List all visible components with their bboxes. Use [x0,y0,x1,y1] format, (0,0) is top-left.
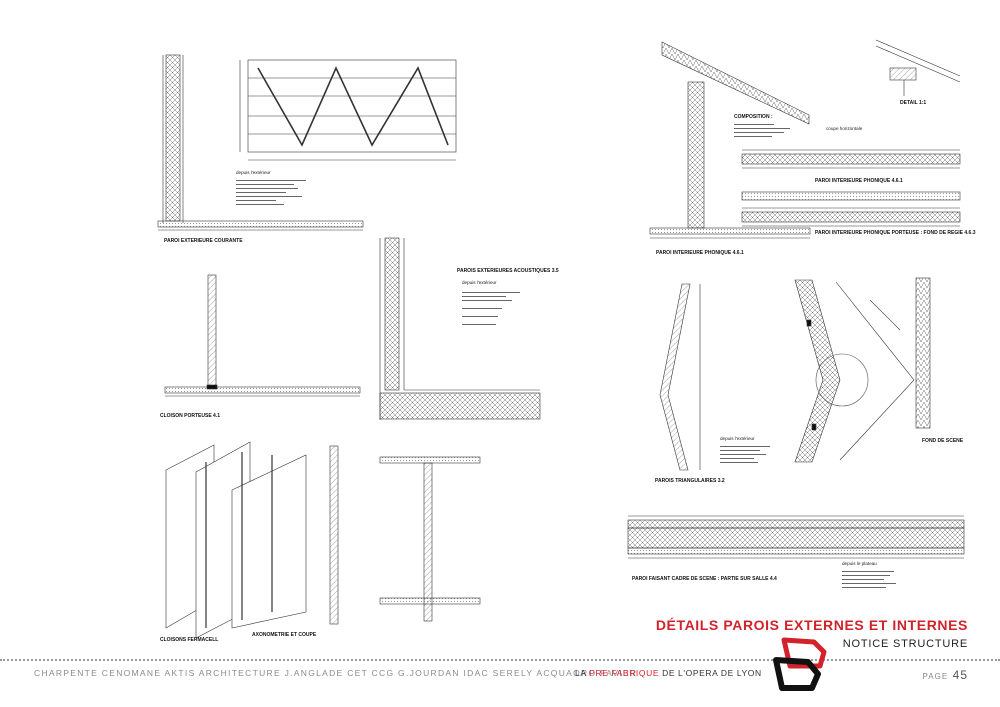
notes-triangular-composition [720,446,770,463]
label-coupe-horizontale: coupe horizontale [826,126,863,131]
drawing-vertical-section [329,445,339,625]
drawing-exterior-wall-section [157,54,364,231]
drawing-cloison-porteuse [164,274,361,397]
page-number: 45 [952,668,968,682]
caption-parois-triangulaires: PAROIS TRIANGULAIRES 3.2 [655,478,725,484]
label-depuis-plateau: depuis le plateau [842,561,877,566]
drawing-acoustic-wall-section [379,237,541,420]
project-accent: PRE FABRIQUE [589,668,660,678]
caption-axonometrie: AXONOMETRIE ET COUPE [252,632,317,638]
project-prefix: LA [575,668,590,678]
caption-paroi-exterieure: PAROI EXTERIEURE COURANTE [164,238,243,244]
caption-paroi-interieure-phonique: PAROI INTERIEURE PHONIQUE 4.6.1 [815,178,903,184]
page-title: DÉTAILS PAROIS EXTERNES ET INTERNES [655,617,968,633]
caption-detail: DETAIL 1:1 [900,100,926,106]
project-suffix: DE L'OPERA DE LYON [659,668,762,678]
label-fond-de-scene: FOND DE SCENE [922,438,964,444]
label-depuis-exterieur-3: depuis l'extérieur [720,436,755,441]
notes-acoustic-composition [462,292,520,325]
label-depuis-exterieur-1: depuis l'extérieur [236,170,271,175]
caption-cloisons-fermacell: CLOISONS FERMACELL [160,637,218,643]
caption-parois-acoustiques: PAROIS EXTERIEURES ACOUSTIQUES 3.5 [457,268,559,274]
page-number-block: PAGE 45 [923,666,968,684]
technical-drawings: depuis l'extérieur PAROI EXTERIEURE COUR… [157,39,976,643]
drawing-roof-junction [649,41,811,239]
notes-composition [734,124,790,137]
footer-partners: CHARPENTE CENOMANE AKTIS ARCHITECTURE J.… [34,668,638,678]
drawing-floor-junction [379,456,481,622]
drawing-cadre-de-scene [627,515,965,559]
notes-cadre-composition [842,571,896,588]
caption-fond-de-regie: PAROI INTERIEURE PHONIQUE PORTEUSE : FON… [815,230,976,236]
drawing-detail-1-1 [875,39,961,96]
caption-paroi-interieure-left: PAROI INTERIEURE PHONIQUE 4.6.1 [656,250,744,256]
caption-cloison-porteuse: CLOISON PORTEUSE 4.1 [160,413,220,419]
page-subtitle: NOTICE STRUCTURE [842,638,968,650]
drawing-horizontal-cut-1 [741,149,961,169]
drawing-fond-de-scene [794,277,931,463]
drawing-triangular-walls [659,283,701,471]
opera-logo-icon [773,637,827,691]
label-composition: COMPOSITION : [734,114,773,120]
drawing-horizontal-cut-2 [741,191,961,227]
caption-cadre-de-scene: PAROI FAISANT CADRE DE SCENE : PARTIE SU… [632,576,777,582]
drawing-exterior-elevation-truss [239,59,457,161]
footer-project: LA PRE FABRIQUE DE L'OPERA DE LYON [575,668,762,678]
footer-divider [0,659,1000,661]
notes-exterior-composition [236,180,306,205]
page-label: PAGE [922,672,949,681]
label-depuis-exterieur-2: depuis l'extérieur [462,280,497,285]
drawing-axonometric-partitions [165,441,307,639]
